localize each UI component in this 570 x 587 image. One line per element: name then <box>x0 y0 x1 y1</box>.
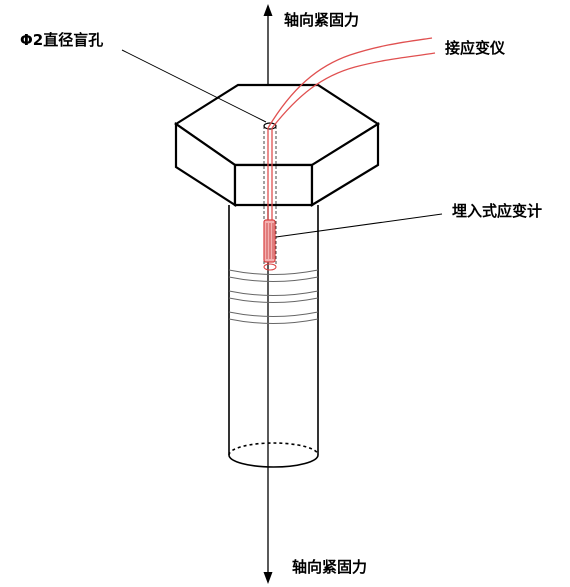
bolt-threads <box>228 269 319 324</box>
axial-force-label-top: 轴向紧固力 <box>284 11 359 29</box>
blind-hole-label: Φ2直径盲孔 <box>20 31 103 49</box>
embedded-gauge-label: 埋入式应变计 <box>452 202 542 220</box>
bolt-head-right-face <box>310 122 380 207</box>
axial-force-label-bottom: 轴向紧固力 <box>292 558 367 576</box>
bolt-bottom-front <box>228 454 319 468</box>
bolt-bottom-back <box>228 442 319 456</box>
axial-force-arrow-bottom <box>263 572 273 584</box>
blind-hole-bottom <box>263 263 277 271</box>
embedded-gauge-leader <box>275 213 443 238</box>
axial-force-arrow-top <box>263 4 273 16</box>
gauge-wires <box>267 37 436 220</box>
embedded-gauge-grid <box>266 223 274 259</box>
blind-hole-leader <box>121 49 267 123</box>
strain-meter-label: 接应变仪 <box>445 39 506 57</box>
bolt-head-front-face <box>233 163 314 207</box>
